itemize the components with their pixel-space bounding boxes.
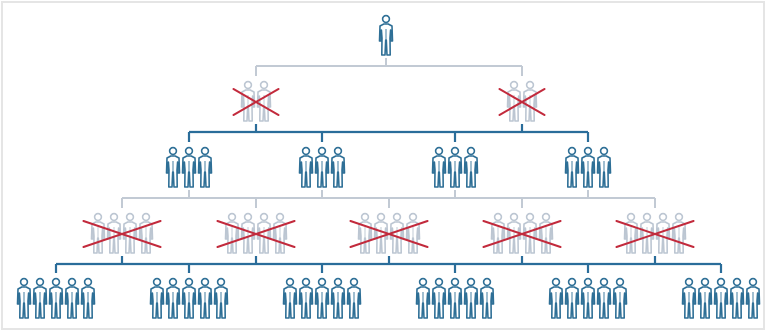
person-icon <box>447 146 463 188</box>
person-icon <box>314 277 330 319</box>
person-icon <box>681 277 697 319</box>
person-icon <box>729 277 745 319</box>
person-icon <box>538 212 554 254</box>
person-icon <box>463 146 479 188</box>
person-icon <box>314 146 330 188</box>
cross-out-mark <box>615 220 695 248</box>
person-group-level-3-2 <box>298 146 346 188</box>
person-group-level-1-1 <box>378 14 394 56</box>
person-group-level-3-1 <box>165 146 213 188</box>
person-icon <box>745 277 761 319</box>
person-icon <box>298 277 314 319</box>
cross-out-mark <box>498 88 546 116</box>
person-group-level-5-6 <box>681 277 761 319</box>
connector-level-4-to-5 <box>54 256 723 273</box>
person-icon <box>197 146 213 188</box>
person-group-level-5-5 <box>548 277 628 319</box>
person-icon <box>405 212 421 254</box>
person-icon <box>282 277 298 319</box>
person-group-level-5-4 <box>415 277 495 319</box>
person-icon <box>165 277 181 319</box>
person-icon <box>580 146 596 188</box>
person-icon <box>378 14 394 56</box>
person-group-level-2-2 <box>498 80 546 122</box>
person-icon <box>197 277 213 319</box>
person-icon <box>149 277 165 319</box>
person-icon <box>330 146 346 188</box>
cross-out-mark <box>82 220 162 248</box>
person-icon <box>596 277 612 319</box>
connector-level-1-to-2 <box>255 58 523 76</box>
person-group-level-2-1 <box>232 80 280 122</box>
person-icon <box>697 277 713 319</box>
person-icon <box>64 277 80 319</box>
person-group-level-4-4 <box>482 212 562 254</box>
person-icon <box>548 277 564 319</box>
connector-level-2-to-3 <box>187 124 590 142</box>
cross-out-mark <box>349 220 429 248</box>
person-icon <box>479 277 495 319</box>
person-icon <box>463 277 479 319</box>
person-icon <box>346 277 362 319</box>
person-icon <box>272 212 288 254</box>
person-icon <box>165 146 181 188</box>
person-icon <box>48 277 64 319</box>
person-icon <box>213 277 229 319</box>
person-icon <box>90 212 106 254</box>
person-group-level-3-3 <box>431 146 479 188</box>
person-group-level-5-3 <box>282 277 362 319</box>
person-icon <box>431 146 447 188</box>
person-icon <box>671 212 687 254</box>
person-icon <box>415 277 431 319</box>
person-icon <box>564 146 580 188</box>
person-group-level-4-2 <box>216 212 296 254</box>
person-icon <box>181 277 197 319</box>
person-icon <box>612 277 628 319</box>
person-icon <box>80 277 96 319</box>
person-icon <box>138 212 154 254</box>
cross-out-mark <box>232 88 280 116</box>
person-icon <box>431 277 447 319</box>
person-group-level-5-1 <box>16 277 96 319</box>
cross-out-mark <box>216 220 296 248</box>
person-icon <box>623 212 639 254</box>
person-icon <box>330 277 346 319</box>
person-icon <box>240 80 256 122</box>
person-icon <box>32 277 48 319</box>
person-icon <box>298 146 314 188</box>
person-group-level-5-2 <box>149 277 229 319</box>
person-icon <box>447 277 463 319</box>
person-icon <box>181 146 197 188</box>
person-group-level-3-4 <box>564 146 612 188</box>
person-icon <box>596 146 612 188</box>
connector-level-3-to-4 <box>121 190 656 208</box>
person-group-level-4-5 <box>615 212 695 254</box>
person-icon <box>564 277 580 319</box>
person-group-level-4-1 <box>82 212 162 254</box>
person-icon <box>580 277 596 319</box>
person-icon <box>16 277 32 319</box>
person-icon <box>713 277 729 319</box>
cross-out-mark <box>482 220 562 248</box>
person-group-level-4-3 <box>349 212 429 254</box>
